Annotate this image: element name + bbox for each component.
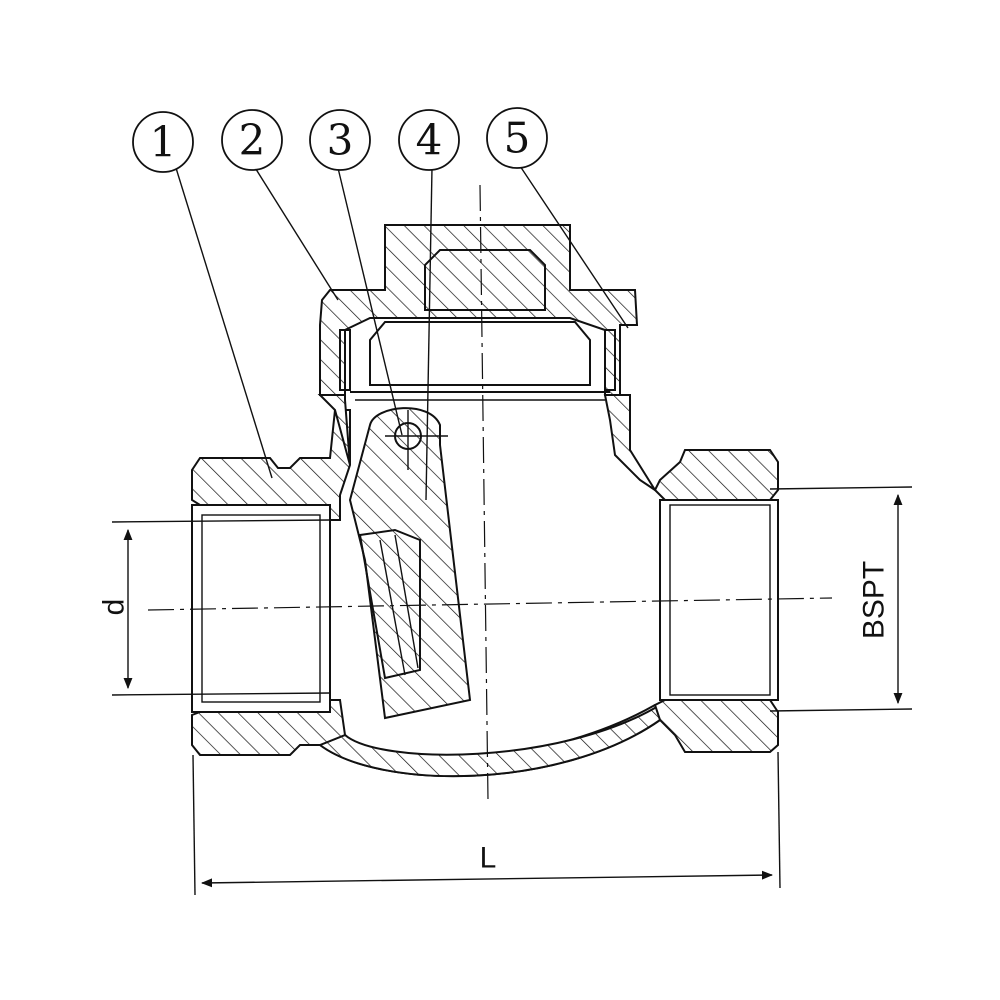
left-port-thread xyxy=(201,514,321,703)
callout-5-label: 5 xyxy=(504,114,531,163)
bonnet xyxy=(319,224,639,401)
disc-edge-1 xyxy=(379,539,406,676)
callout-3: 3 xyxy=(309,109,371,171)
gasket-right xyxy=(604,329,616,391)
right-port xyxy=(659,499,779,701)
body-neck-right xyxy=(603,394,656,491)
left-end-top-wall xyxy=(191,409,351,521)
valve-body xyxy=(191,394,779,778)
gasket-left xyxy=(339,329,351,391)
leader-lines xyxy=(175,165,629,501)
leader-4 xyxy=(425,167,433,501)
disc-edge-2 xyxy=(394,534,419,669)
callout-4: 4 xyxy=(398,109,460,171)
bspt-ext-top xyxy=(769,486,913,490)
bspt-label: BSPT xyxy=(858,561,891,639)
callout-3-circle xyxy=(309,109,371,171)
callout-2: 2 xyxy=(221,109,283,171)
right-end-top-wall xyxy=(653,449,779,501)
callout-4-label: 4 xyxy=(416,116,443,165)
callout-5: 5 xyxy=(486,107,548,169)
leader-1 xyxy=(175,167,273,479)
disc-assembly xyxy=(348,407,472,720)
l-ext-right xyxy=(777,751,781,889)
d-ext-bottom xyxy=(111,692,331,696)
body-bottom-wall xyxy=(317,703,661,778)
l-dim-line xyxy=(200,870,774,888)
callout-5-circle xyxy=(486,107,548,169)
dimension-length: L xyxy=(192,751,781,896)
horizontal-centerline xyxy=(147,597,833,611)
callout-2-label: 2 xyxy=(239,116,266,165)
l-label: L xyxy=(480,842,497,875)
callout-2-circle xyxy=(221,109,283,171)
dimension-bspt: BSPT xyxy=(769,486,913,712)
vertical-centerline xyxy=(479,184,489,801)
dimension-d: d xyxy=(98,519,331,696)
leader-3 xyxy=(337,167,403,436)
callout-4-circle xyxy=(398,109,460,171)
leader-5 xyxy=(519,165,629,329)
bonnet-pocket xyxy=(424,249,546,311)
callout-3-label: 3 xyxy=(327,116,354,165)
d-label: d xyxy=(98,599,131,616)
callout-1: 1 xyxy=(132,111,194,173)
right-port-thread xyxy=(669,504,771,696)
callout-1-label: 1 xyxy=(150,118,177,167)
l-ext-left xyxy=(192,754,196,896)
leader-2 xyxy=(253,165,339,301)
right-end-bottom-wall xyxy=(653,699,779,753)
d-ext-top xyxy=(111,519,331,523)
bspt-ext-bottom xyxy=(769,708,913,712)
threaded-ring xyxy=(369,321,591,386)
callout-1-circle xyxy=(132,111,194,173)
